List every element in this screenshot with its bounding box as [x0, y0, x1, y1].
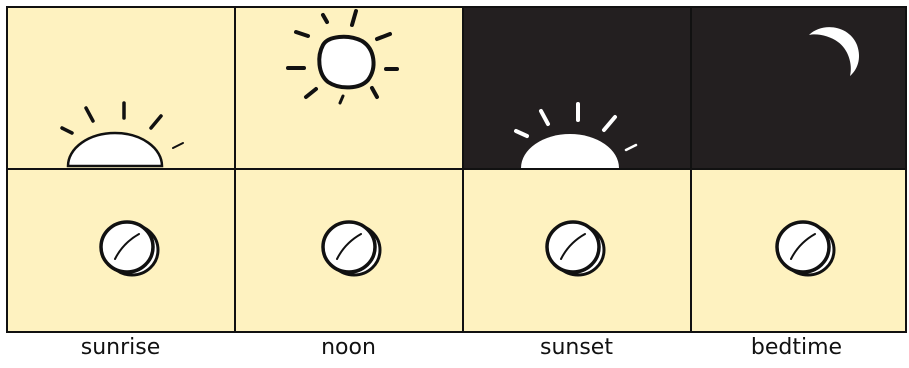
sunset-label: sunset: [463, 333, 690, 363]
pill-icon: [547, 222, 604, 275]
bedtime-label: bedtime: [683, 333, 909, 363]
sunrise-label: sunrise: [7, 333, 234, 363]
noon-label: noon: [235, 333, 462, 363]
pill-icon: [323, 222, 380, 275]
pill-icon: [101, 222, 158, 275]
pill-icon: [777, 222, 834, 275]
bedtime-sky-panel: [691, 7, 906, 169]
